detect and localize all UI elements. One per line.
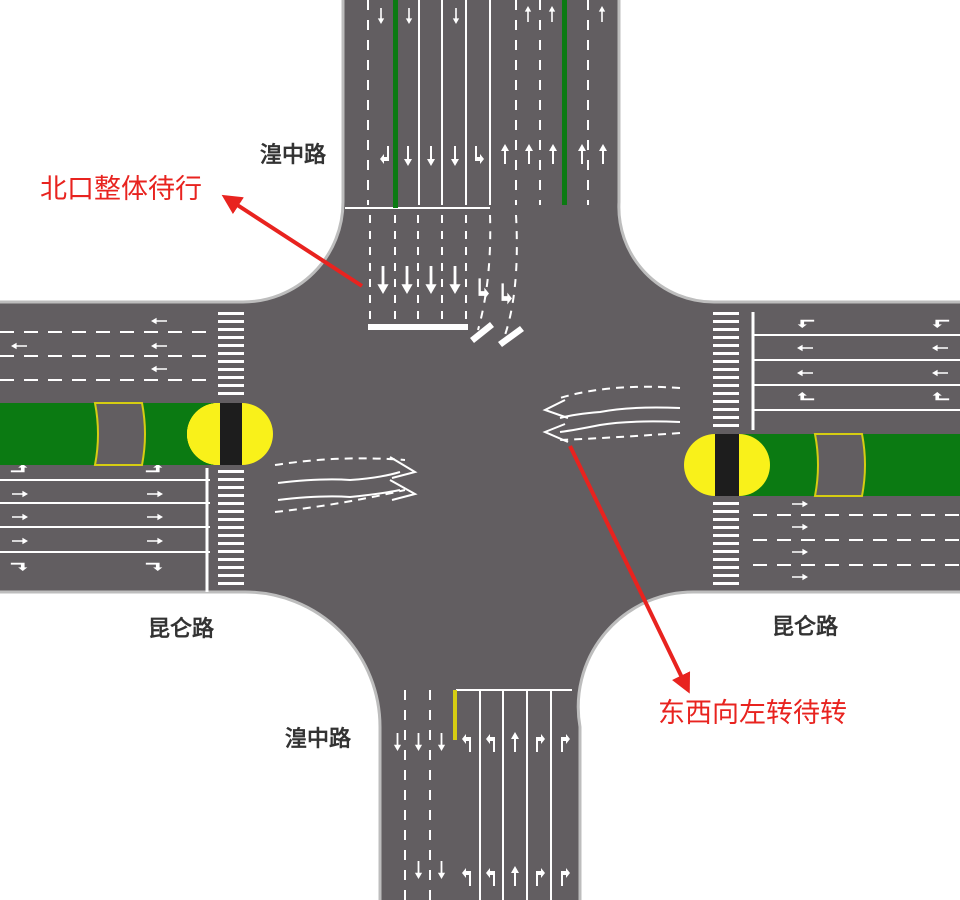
west-crosswalk — [218, 312, 244, 585]
south-road-label: 湟中路 — [285, 726, 352, 752]
east-road-label: 昆仑路 — [772, 614, 839, 640]
south-approach-lanes — [404, 689, 572, 900]
north-waiting-arrow — [221, 194, 364, 288]
east-crosswalk — [713, 312, 739, 585]
east-approach-lanes — [751, 312, 960, 566]
north-road-label: 湟中路 — [260, 142, 327, 168]
westbound-left-turn-waiting-zone — [542, 385, 681, 443]
west-road-label: 昆仑路 — [148, 616, 215, 642]
west-approach-lanes — [0, 331, 210, 592]
eastbound-left-turn-waiting-zone — [274, 456, 418, 513]
north-waiting-annotation: 北口整体待行 — [40, 174, 202, 205]
north-stop-line — [368, 324, 468, 330]
left-turn-waiting-arrow — [568, 445, 691, 694]
south-yellow-marker — [453, 690, 457, 740]
east-median — [684, 433, 960, 497]
left-turn-waiting-annotation: 东西向左转待转 — [658, 698, 847, 729]
north-approach-lanes — [345, 0, 589, 336]
north-green-strip-2 — [562, 0, 567, 205]
west-median — [0, 402, 273, 466]
north-green-strip — [393, 0, 398, 208]
north-stop-line-turns — [470, 322, 524, 347]
